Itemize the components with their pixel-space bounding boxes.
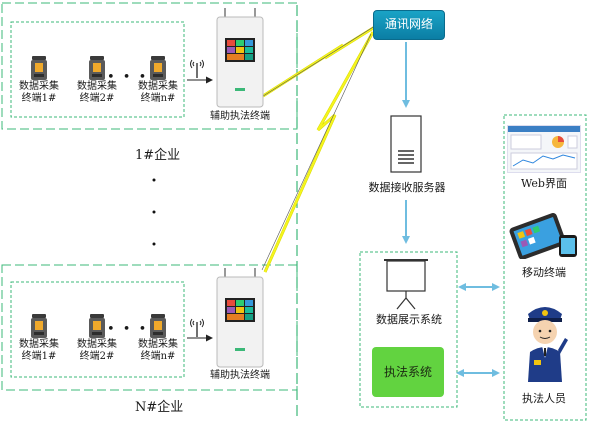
- ellipsis-dot: [152, 242, 156, 246]
- terminal-label-line2: 终端n#: [140, 93, 176, 104]
- aux-terminal-1: [215, 8, 265, 108]
- enterpriseN-name: N#企业: [135, 400, 184, 415]
- terminal-label-line2: 终端1#: [21, 351, 57, 362]
- eN-terminal-n: 数据采集 终端n#: [133, 313, 183, 363]
- eN-terminal-2: 数据采集 终端2#: [72, 313, 122, 363]
- aux-terminal-icon: [216, 8, 264, 108]
- data-collector-icon: [31, 56, 47, 80]
- terminal-label-line1: 数据采集: [19, 81, 59, 92]
- e1-terminal-n: 数据采集 终端n#: [133, 55, 183, 105]
- clients-box: [503, 114, 587, 421]
- server-icon: [390, 115, 422, 173]
- officer-icon: [528, 307, 568, 382]
- ellipsis-horizontal: • • •: [107, 70, 149, 85]
- network-node: 通讯网络: [373, 10, 445, 40]
- e1-terminal-2: 数据采集 终端2#: [72, 55, 122, 105]
- antenna-icon: [190, 59, 204, 78]
- display-label: 数据展示系统: [376, 313, 442, 326]
- data-collector-icon: [89, 314, 105, 338]
- data-collector-icon: [150, 56, 166, 80]
- e1-terminal-1: 数据采集 终端1#: [14, 55, 64, 105]
- data-collector-icon: [31, 314, 47, 338]
- web-dashboard-icon: [508, 126, 580, 170]
- projector-screen-icon: [384, 259, 428, 310]
- system-box: [359, 251, 458, 408]
- terminal-label-line1: 数据采集: [77, 339, 117, 350]
- terminal-label-line2: 终端2#: [79, 93, 115, 104]
- antenna-icon: [190, 318, 204, 337]
- enterprise1-name: 1#企业: [135, 148, 181, 163]
- enterprise1-terminals-box: [10, 21, 185, 118]
- ellipsis-dot: [152, 210, 156, 214]
- aux-terminal-label: 辅助执法终端: [210, 111, 270, 122]
- web-ui-thumbnail: [507, 125, 581, 173]
- aux-terminal-label: 辅助执法终端: [210, 370, 270, 381]
- data-collector-icon: [89, 56, 105, 80]
- eN-terminal-1: 数据采集 终端1#: [14, 313, 64, 363]
- terminal-label-line1: 数据采集: [138, 339, 178, 350]
- server-label: 数据接收服务器: [368, 181, 446, 194]
- terminal-label-line2: 终端2#: [79, 351, 115, 362]
- enterpriseN-terminals-box: [10, 281, 185, 378]
- mobile-terminal-icon: [509, 213, 577, 259]
- aux-terminal-n: [215, 268, 265, 368]
- terminal-label-line2: 终端n#: [140, 351, 176, 362]
- enterprise1-box: [1, 2, 298, 130]
- enforcement-system-node: 执法系统: [372, 347, 444, 397]
- mobile-label: 移动终端: [522, 266, 566, 279]
- terminal-label-line2: 终端1#: [21, 93, 57, 104]
- data-collector-icon: [150, 314, 166, 338]
- terminal-label-line1: 数据采集: [77, 81, 117, 92]
- ellipsis-horizontal: • • •: [107, 322, 149, 337]
- enterpriseN-box: [1, 264, 298, 391]
- aux-terminal-icon: [216, 268, 264, 368]
- web-label: Web界面: [521, 177, 567, 190]
- ellipsis-dot: [152, 178, 156, 182]
- terminal-label-line1: 数据采集: [138, 81, 178, 92]
- terminal-label-line1: 数据采集: [19, 339, 59, 350]
- officer-label: 执法人员: [522, 392, 566, 405]
